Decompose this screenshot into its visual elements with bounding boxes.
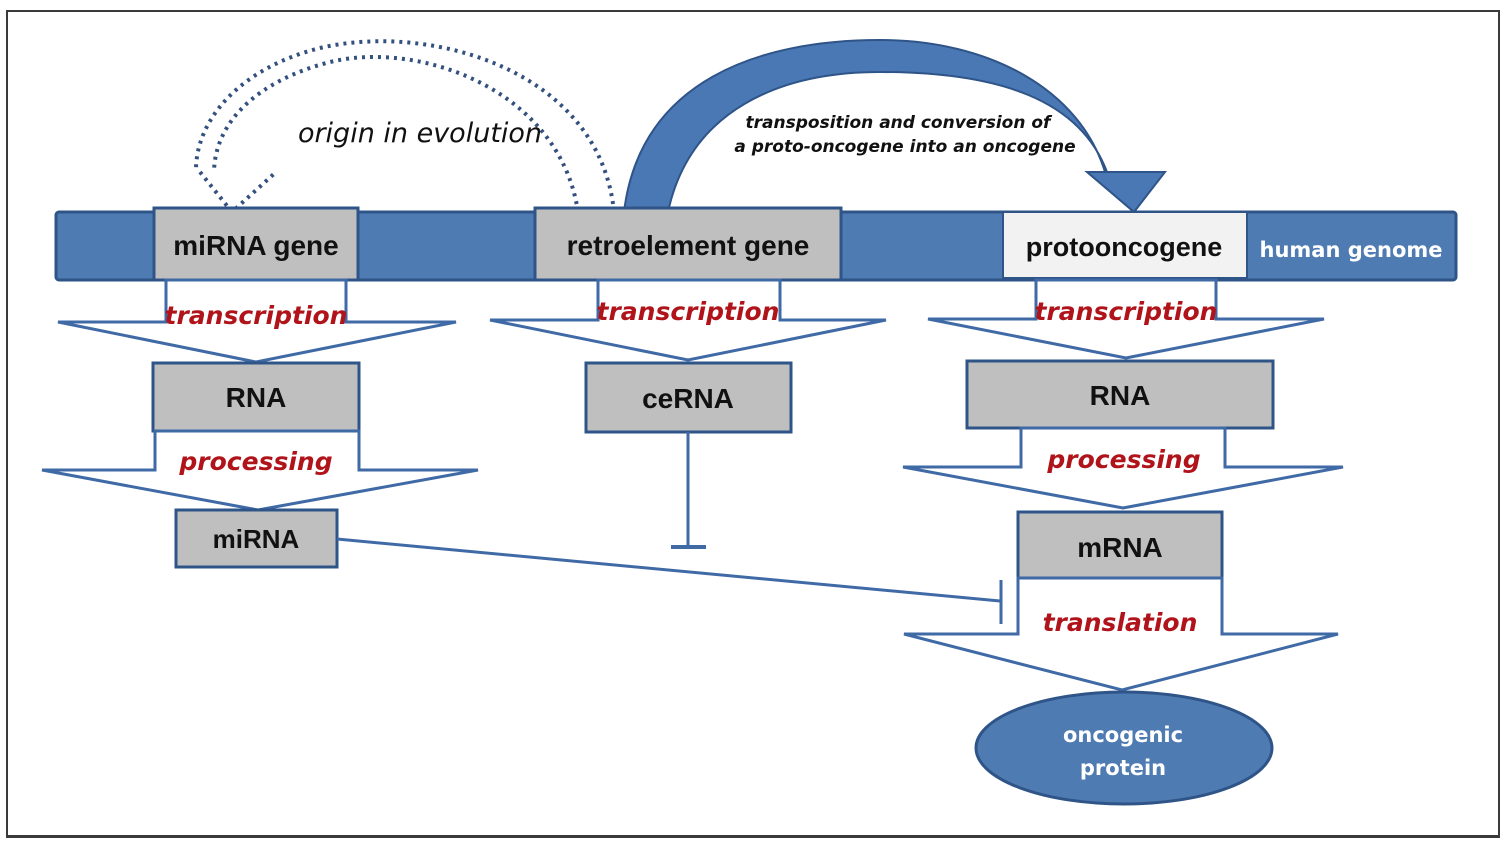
protooncogene-box xyxy=(1002,211,1248,279)
mirna-label: miRNA xyxy=(213,524,300,554)
evolution-dotted-arrow xyxy=(193,39,616,215)
left-rna-label: RNA xyxy=(226,382,287,413)
mirna-inhibition-line xyxy=(336,537,1001,603)
middle-transcription-arrow xyxy=(489,278,887,362)
translation-arrow xyxy=(903,576,1339,692)
transposition-label-line1: transposition and conversion of xyxy=(746,113,1053,133)
mirna-gene-box xyxy=(152,206,360,282)
left-rna-box xyxy=(151,361,361,433)
middle-transcription-label: transcription xyxy=(597,297,780,326)
right-processing-arrow xyxy=(902,426,1344,510)
mirna-box xyxy=(174,508,339,569)
left-transcription-label: transcription xyxy=(165,301,348,330)
right-transcription-arrow xyxy=(927,278,1325,360)
mirna-gene-label: miRNA gene xyxy=(173,230,338,261)
retroelement-gene-label: retroelement gene xyxy=(567,230,810,261)
retroelement-gene-box xyxy=(533,206,843,282)
oncogenic-protein-line1: oncogenic xyxy=(1063,723,1183,747)
left-processing-arrow xyxy=(41,429,479,512)
mrna-label: mRNA xyxy=(1077,532,1163,563)
right-processing-label: processing xyxy=(1046,445,1200,474)
transposition-label-line2: a proto-oncogene into an oncogene xyxy=(734,137,1075,157)
right-rna-box xyxy=(965,359,1275,430)
right-transcription-label: transcription xyxy=(1035,297,1218,326)
cerna-label: ceRNA xyxy=(642,383,734,414)
oncogenic-protein-ellipse xyxy=(974,690,1274,806)
mrna-box xyxy=(1016,510,1224,580)
protooncogene-label: protooncogene xyxy=(1026,232,1223,262)
cerna-box xyxy=(584,361,793,434)
right-rna-label: RNA xyxy=(1090,380,1151,411)
oncogenic-protein-line2: protein xyxy=(1080,756,1166,780)
transposition-arrow xyxy=(622,38,1168,214)
translation-label: translation xyxy=(1043,608,1198,637)
left-transcription-arrow xyxy=(57,278,457,364)
left-processing-label: processing xyxy=(178,447,332,476)
human-genome-label: human genome xyxy=(1260,238,1443,262)
evolution-label: origin in evolution xyxy=(298,118,542,149)
